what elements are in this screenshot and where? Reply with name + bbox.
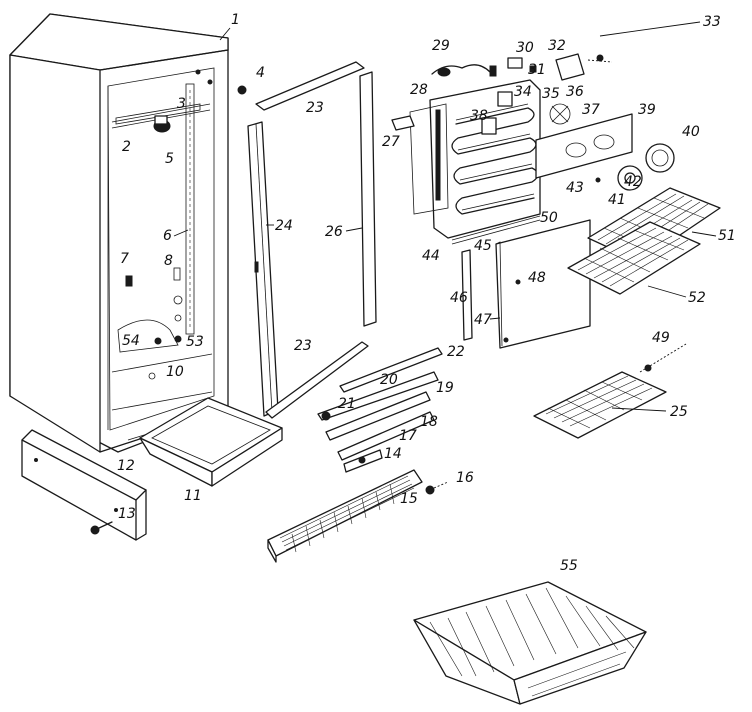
callout-55: 55 <box>560 558 578 574</box>
callout-13: 13 <box>118 506 136 522</box>
callout-31: 31 <box>528 62 546 78</box>
callout-46: 46 <box>450 290 468 306</box>
callout-5: 5 <box>165 151 174 167</box>
callout-49: 49 <box>652 330 670 346</box>
evaporator <box>409 79 541 245</box>
callout-50: 50 <box>540 210 558 226</box>
callout-23-bottom: 23 <box>294 338 312 354</box>
callout-45: 45 <box>474 238 492 254</box>
callout-7: 7 <box>120 251 129 267</box>
callout-3: 3 <box>177 96 186 112</box>
callout-43: 43 <box>566 180 584 196</box>
callout-33: 33 <box>703 14 721 30</box>
callout-6: 6 <box>163 228 172 244</box>
callout-36: 36 <box>566 84 584 100</box>
callout-37: 37 <box>582 102 600 118</box>
callout-16: 16 <box>456 470 474 486</box>
wire-shelf-52 <box>567 221 701 295</box>
callout-14: 14 <box>384 446 402 462</box>
callout-52: 52 <box>688 290 706 306</box>
callout-47: 47 <box>474 312 492 328</box>
callout-22: 22 <box>447 344 465 360</box>
callout-44: 44 <box>422 248 440 264</box>
kickplate <box>21 429 147 541</box>
callout-23-top: 23 <box>306 100 324 116</box>
callout-51: 51 <box>718 228 736 244</box>
drain-pan <box>139 397 283 487</box>
callout-27: 27 <box>382 134 400 150</box>
callout-30: 30 <box>516 40 534 56</box>
callout-48: 48 <box>528 270 546 286</box>
callout-39: 39 <box>638 102 656 118</box>
callout-28: 28 <box>410 82 428 98</box>
callout-1: 1 <box>231 12 240 28</box>
callout-21: 21 <box>338 396 356 412</box>
callout-54: 54 <box>122 333 140 349</box>
callout-32: 32 <box>548 38 566 54</box>
callout-40: 40 <box>682 124 700 140</box>
callout-25: 25 <box>670 404 688 420</box>
callout-53: 53 <box>186 334 204 350</box>
screw-16 <box>425 481 449 495</box>
callout-17: 17 <box>399 428 417 444</box>
callout-34: 34 <box>514 84 532 100</box>
fan-components <box>391 53 675 191</box>
callout-19: 19 <box>436 380 454 396</box>
callout-29: 29 <box>432 38 450 54</box>
callout-12: 12 <box>117 458 135 474</box>
liner-panels <box>461 219 591 349</box>
cabinet <box>9 13 229 453</box>
callout-26: 26 <box>325 224 343 240</box>
callout-8: 8 <box>164 253 173 269</box>
grille <box>267 469 423 563</box>
callout-4: 4 <box>256 65 265 81</box>
hinge-brackets <box>317 347 443 473</box>
callout-18: 18 <box>420 414 438 430</box>
callout-20: 20 <box>380 372 398 388</box>
screw-13 <box>90 521 113 535</box>
door-panels <box>247 61 377 419</box>
wire-basket <box>413 581 647 705</box>
callout-24: 24 <box>275 218 293 234</box>
callout-15: 15 <box>400 491 418 507</box>
callout-35: 35 <box>542 86 560 102</box>
callout-41: 41 <box>608 192 626 208</box>
callout-38: 38 <box>470 108 488 124</box>
callout-10: 10 <box>166 364 184 380</box>
callout-labels: 1 2 3 4 5 6 7 8 10 11 12 13 14 15 16 17 … <box>117 12 736 574</box>
callout-2: 2 <box>122 139 131 155</box>
callout-42: 42 <box>624 174 642 190</box>
callout-11: 11 <box>184 488 202 504</box>
wire-shelf-25 <box>533 371 667 439</box>
